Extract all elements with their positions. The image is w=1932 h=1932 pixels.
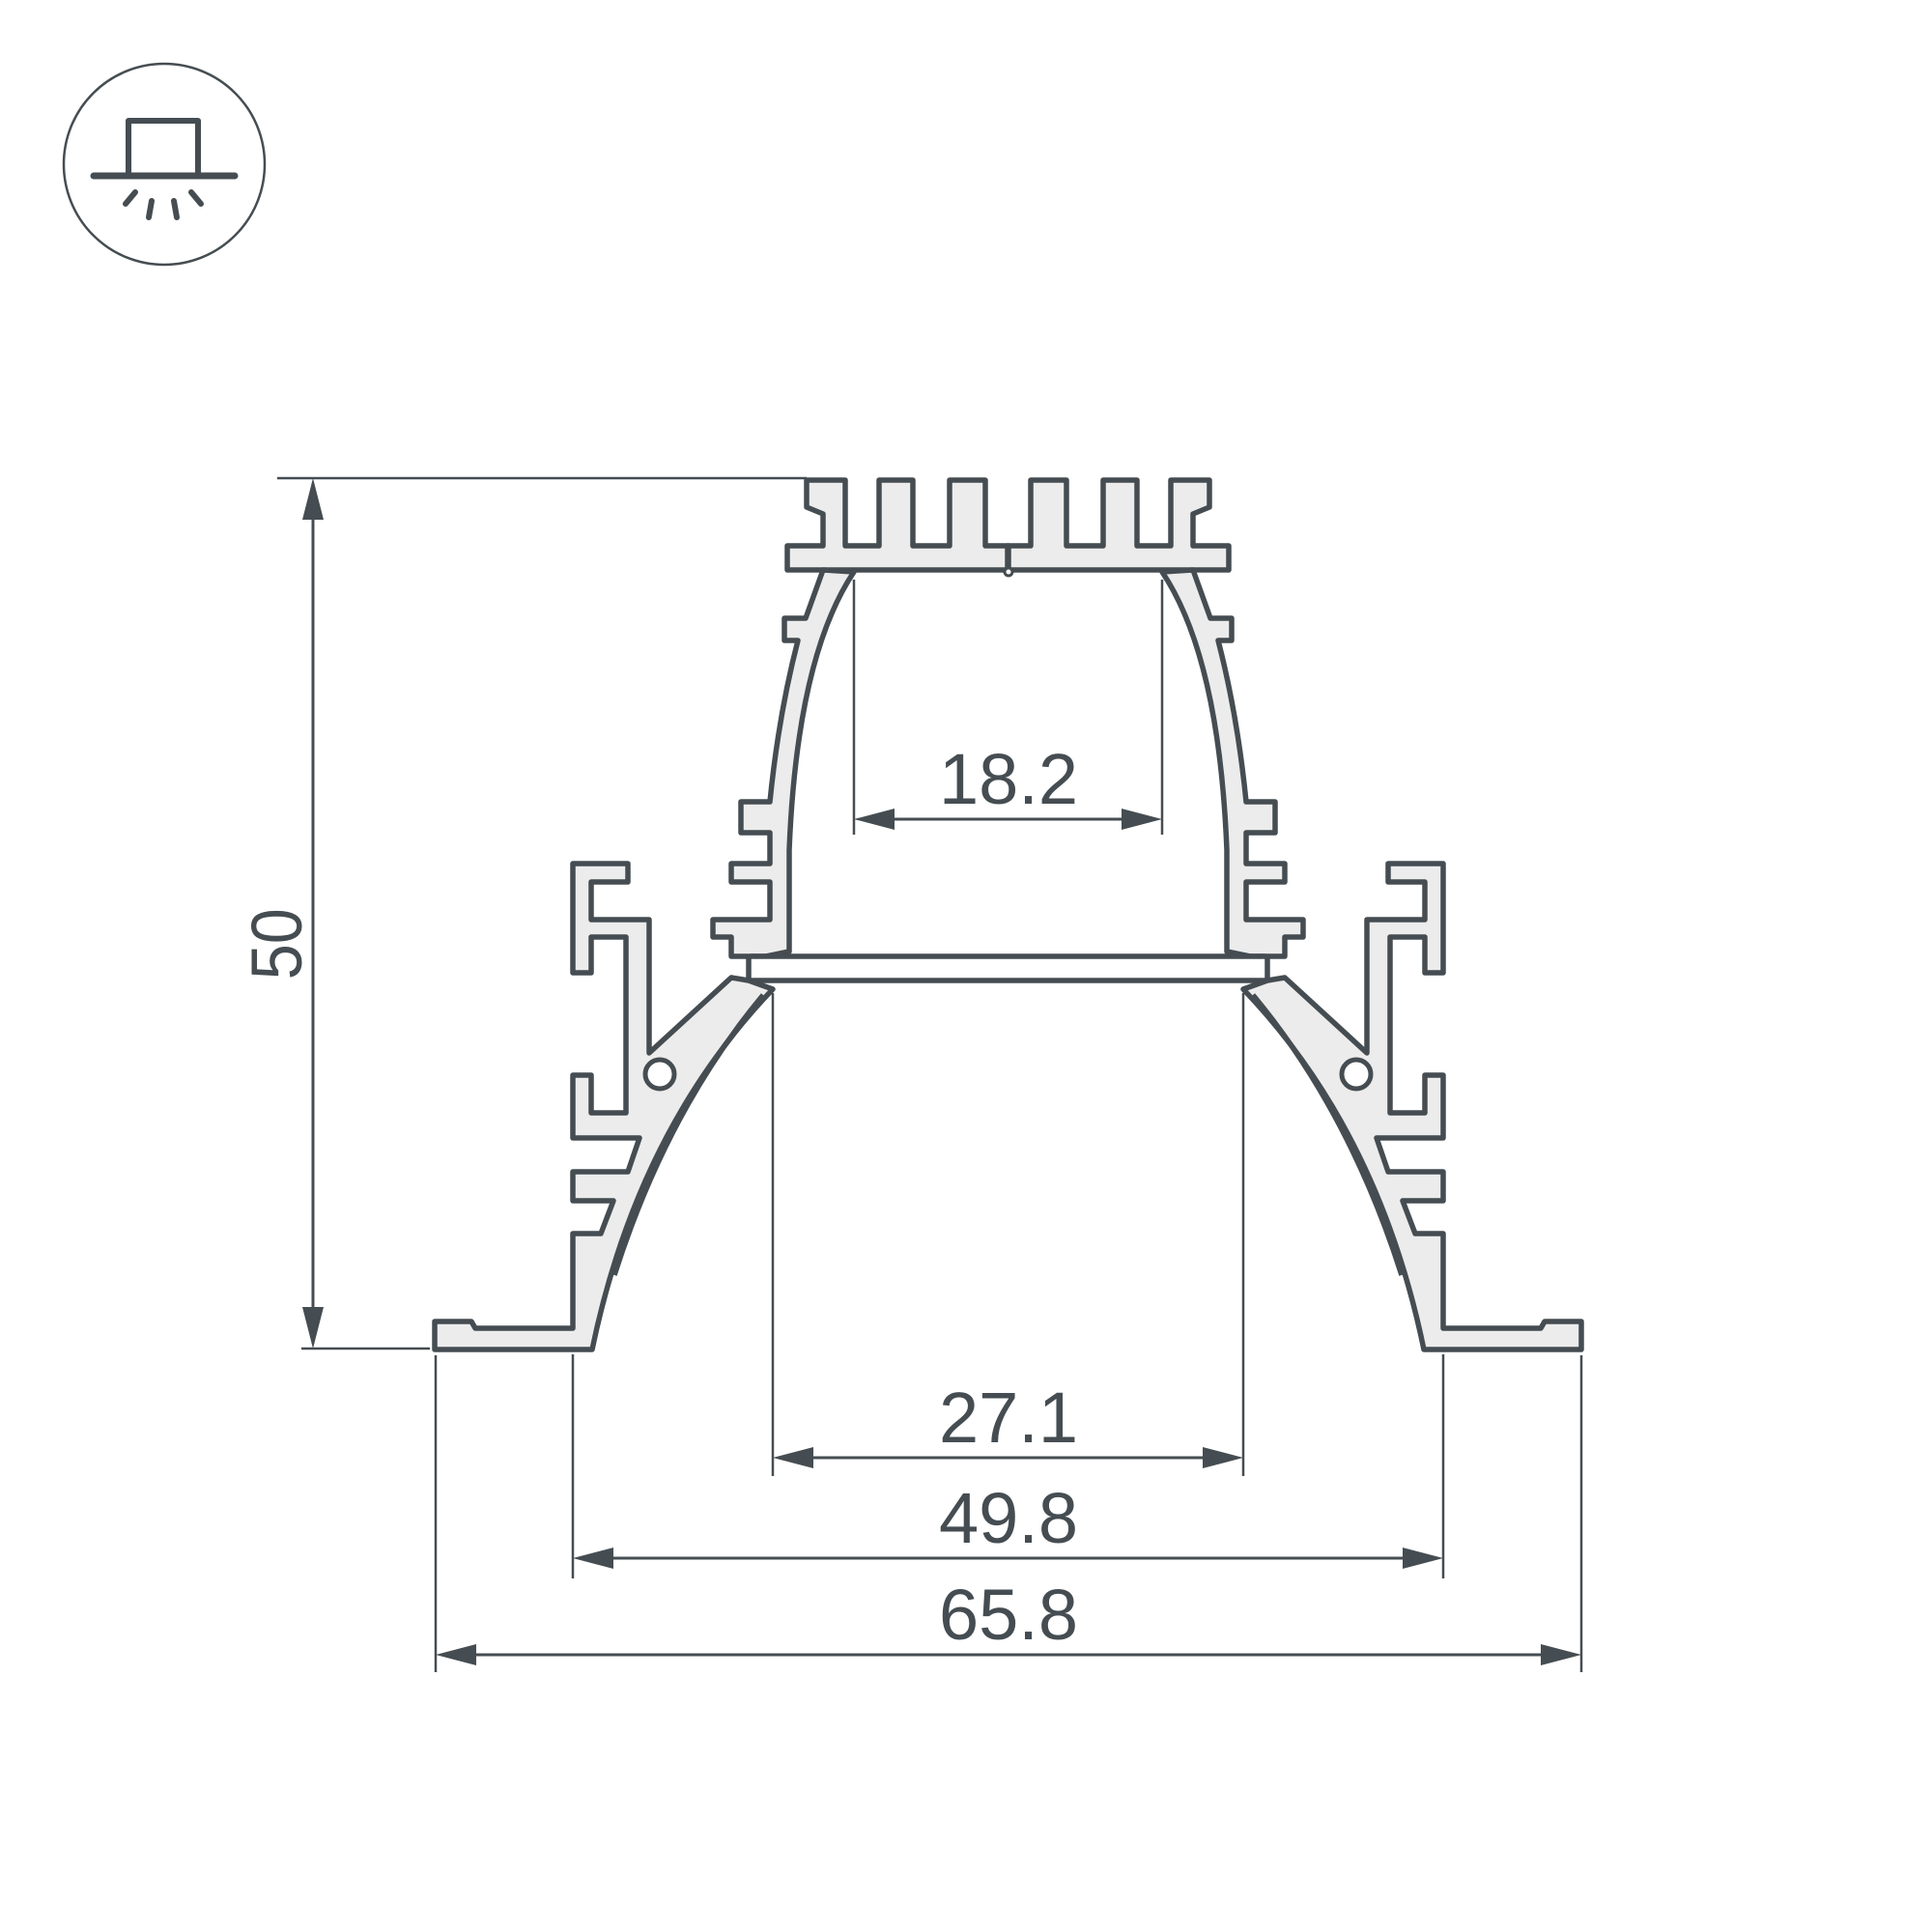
light-ray-icon: [123, 189, 138, 207]
dimension-height: 50: [237, 476, 807, 1350]
icon-circle: [62, 62, 267, 267]
clip-groove-left: [642, 1057, 677, 1092]
flange-width-label: 65.8: [939, 1575, 1078, 1655]
clip-groove-right: [1339, 1057, 1374, 1092]
light-ray-icon: [171, 198, 180, 220]
dimension-flange-width: 65.8: [434, 1355, 1583, 1672]
body-width-label: 49.8: [939, 1478, 1078, 1558]
lamp-housing-icon: [126, 118, 201, 179]
diffuser-lens-bar: [746, 953, 1270, 983]
top-opening-label: 18.2: [939, 739, 1078, 819]
profile-cross-section: [386, 435, 1642, 1401]
dimension-inner-opening: 27.1: [771, 993, 1245, 1476]
reflector-right: [1250, 993, 1405, 1276]
inner-opening-label: 27.1: [939, 1378, 1078, 1458]
height-label: 50: [237, 908, 317, 980]
light-ray-icon: [146, 198, 155, 220]
reflector-left: [611, 993, 766, 1276]
dimension-top-opening: 18.2: [852, 580, 1164, 835]
light-ray-icon: [188, 189, 204, 207]
dimension-body-width: 49.8: [571, 1354, 1445, 1578]
recessed-light-icon: [62, 62, 267, 267]
crown-center-notch: [1003, 566, 1014, 578]
